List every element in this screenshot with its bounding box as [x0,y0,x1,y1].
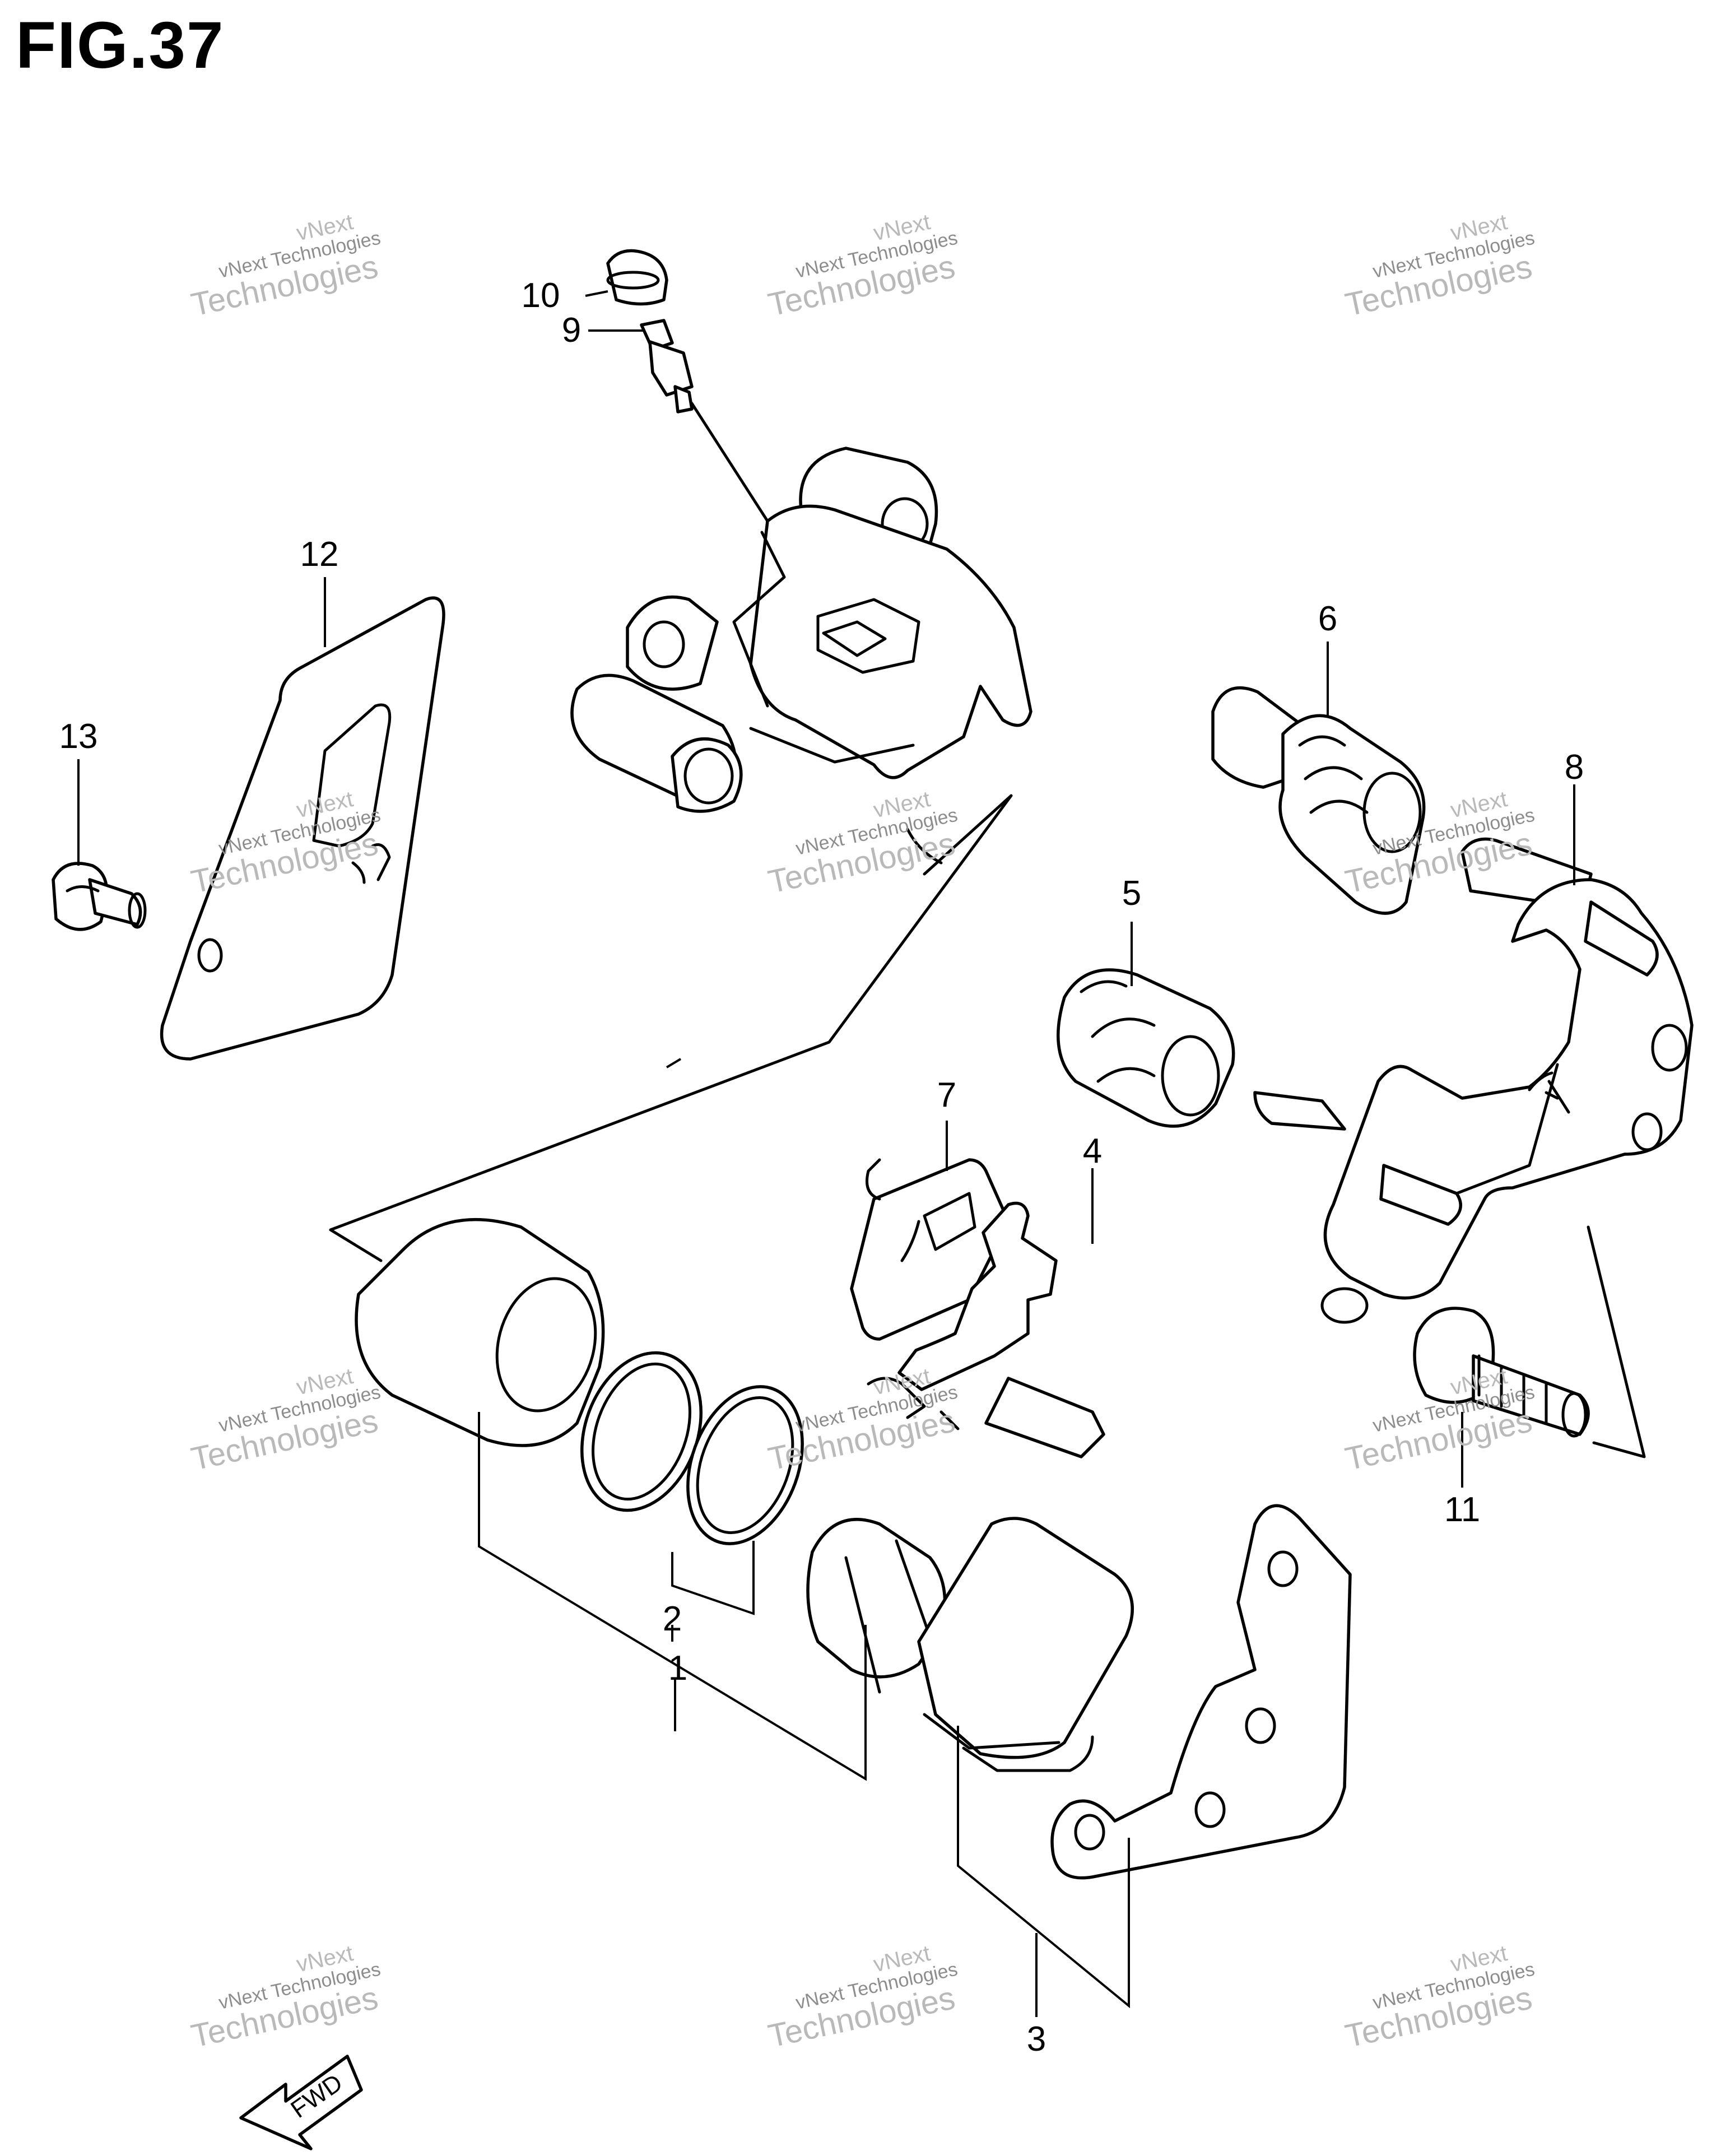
part-4-pad-clip [867,1201,1105,1458]
part-8-bracket-line [1547,1080,1646,1458]
leader-lines [77,290,1575,2017]
figure-title: FIG.37 [16,8,225,82]
fwd-arrow: FWD [239,2055,363,2150]
caliper-body [570,447,1032,865]
callout-3: 3 [1026,2020,1046,2059]
part-11-bolt [1413,1307,1590,1438]
callout-7: 7 [937,1076,957,1114]
part-3-brake-pads [917,1504,1352,1880]
part-13-bolt [52,862,147,931]
callout-5: 5 [1122,874,1142,913]
assembly-bracket-line [329,794,1013,1262]
part-5-boot [1057,968,1235,1128]
callout-10: 10 [521,276,560,315]
part-2-seals [580,1351,804,1545]
callout-4: 4 [1082,1132,1103,1170]
callout-8: 8 [1564,748,1584,787]
callout-1: 1 [668,1649,688,1688]
part-8-caliper-bracket [1253,837,1694,1324]
dash-mark [666,1058,682,1068]
callout-2: 2 [662,1600,682,1638]
part-10-bleeder-cap [606,249,668,306]
callout-12: 12 [300,535,339,574]
part-1-piston [355,1218,605,1447]
part-9-bleeder-valve [640,319,769,523]
part-6-boot [1211,686,1426,915]
part-12-plate [160,596,445,1061]
callout-9: 9 [561,311,582,350]
callout-11: 11 [1444,1490,1481,1529]
callout-13: 13 [59,717,98,756]
callout-6: 6 [1318,600,1338,638]
